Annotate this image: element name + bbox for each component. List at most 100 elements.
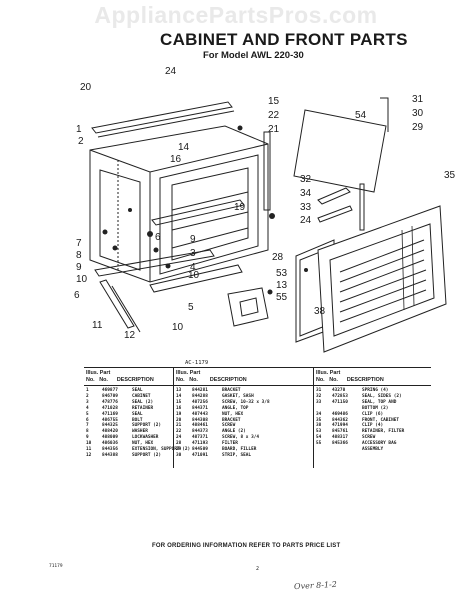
handwritten-note: Over 8-1-2 [293, 579, 338, 592]
part-description: BOARD, FILLER [222, 447, 257, 453]
part-number: 844281 [192, 388, 208, 393]
part-number: 487371 [192, 435, 208, 441]
part-number: 472853 [332, 393, 348, 399]
part-description: SCREW, 10-32 x 3/8 [222, 399, 270, 405]
callout-3: 3 [190, 248, 196, 259]
illus-number: 35 [316, 417, 322, 423]
part-description: STRIP, SEAL [222, 452, 252, 458]
illus-number: 55 [316, 441, 322, 447]
part-description: ASSEMBLY [362, 447, 384, 453]
exploded-parts-diagram: 24 20 2 1 14 16 15 22 21 19 6 9 3 4 7 8 … [74, 66, 456, 353]
callout-11: 11 [92, 320, 103, 331]
illus-number: 54 [316, 435, 322, 441]
callout-32: 32 [300, 174, 312, 185]
part-number: 486036 [102, 441, 118, 447]
callout-35: 35 [444, 170, 456, 181]
part-description: SUPPORT (2) [132, 452, 162, 458]
watermark-text: AppliancePartsPros.com [94, 2, 378, 28]
callout-34: 34 [300, 188, 312, 199]
part-number: 471994 [332, 423, 348, 429]
illus-number: 6 [86, 417, 89, 423]
illus-number: 24 [176, 435, 182, 441]
part-description: GASKET, SASH [222, 393, 254, 399]
part-description: CABINET [132, 393, 151, 399]
callout-2: 2 [78, 136, 84, 147]
ordering-note: FOR ORDERING INFORMATION REFER TO PARTS … [152, 543, 341, 549]
part-number: 471193 [192, 441, 208, 447]
callout-14: 14 [178, 142, 190, 153]
part-number: 471169 [102, 411, 118, 417]
callout-1: 1 [76, 124, 82, 135]
callout-15: 15 [268, 96, 280, 107]
illus-number: 22 [176, 429, 182, 435]
callout-19: 19 [234, 202, 246, 213]
callout-29: 29 [412, 122, 424, 133]
part-number: 844325 [102, 423, 118, 429]
illus-number: 11 [86, 447, 92, 453]
illus-number: 14 [176, 393, 182, 399]
table-row: 1 469877 SEAL [86, 388, 196, 394]
part-number: 845761 [332, 429, 348, 435]
callout-28: 28 [272, 252, 284, 263]
callout-21: 21 [268, 124, 280, 135]
illus-number: 7 [86, 423, 89, 429]
callout-10b: 10 [172, 322, 184, 333]
part-number: 844356 [102, 447, 118, 453]
part-number: 469877 [102, 388, 118, 393]
part-number: 469486 [332, 411, 348, 417]
part-description: SEAL (2) [132, 399, 154, 405]
part-number: 488317 [332, 435, 348, 441]
page-title: CABINET AND FRONT PARTS [160, 30, 408, 49]
part-description: BRACKET [222, 417, 241, 423]
illus-number [316, 447, 332, 453]
illus-number: 2 [86, 393, 89, 399]
illus-number: 19 [176, 411, 182, 417]
part-number: 845366 [332, 441, 348, 447]
part-description: LOCKWASHER [132, 435, 159, 441]
callout-53: 53 [276, 268, 288, 279]
part-description: SEAL [132, 411, 143, 417]
callout-12: 12 [124, 330, 136, 341]
part-description: CLIP (4) [362, 423, 384, 429]
callout-9: 9 [190, 234, 196, 245]
illus-number: 28 [176, 441, 182, 447]
callout-31: 31 [412, 94, 424, 105]
part-description: SEAL [132, 388, 143, 393]
callout-24b: 24 [300, 215, 312, 226]
illus-number: 38 [316, 423, 322, 429]
part-description: SUPPORT (2) [132, 423, 162, 429]
part-number: 844373 [192, 429, 208, 435]
part-description: RETAINER, FILTER [362, 429, 405, 435]
illus-number: 12 [86, 452, 92, 458]
table-column-separator [313, 368, 314, 468]
illus-number: 32 [316, 393, 322, 399]
illus-number: 31 [316, 388, 322, 393]
part-description: SCREW, 8 x 3/4 [222, 435, 260, 441]
callout-30: 30 [412, 108, 424, 119]
illus-number: 1 [86, 388, 89, 393]
part-number: 478776 [102, 399, 118, 405]
part-description: NUT, HEX [222, 411, 244, 417]
part-number: 486755 [102, 417, 118, 423]
callout-24: 24 [165, 66, 177, 77]
part-description: CLIP (6) [362, 411, 384, 417]
illus-number: 4 [86, 405, 89, 411]
table-header-col3: Illus. Part No. No. DESCRIPTION [316, 370, 384, 383]
part-number: 487256 [192, 399, 208, 405]
part-description: WASHER [132, 429, 148, 435]
